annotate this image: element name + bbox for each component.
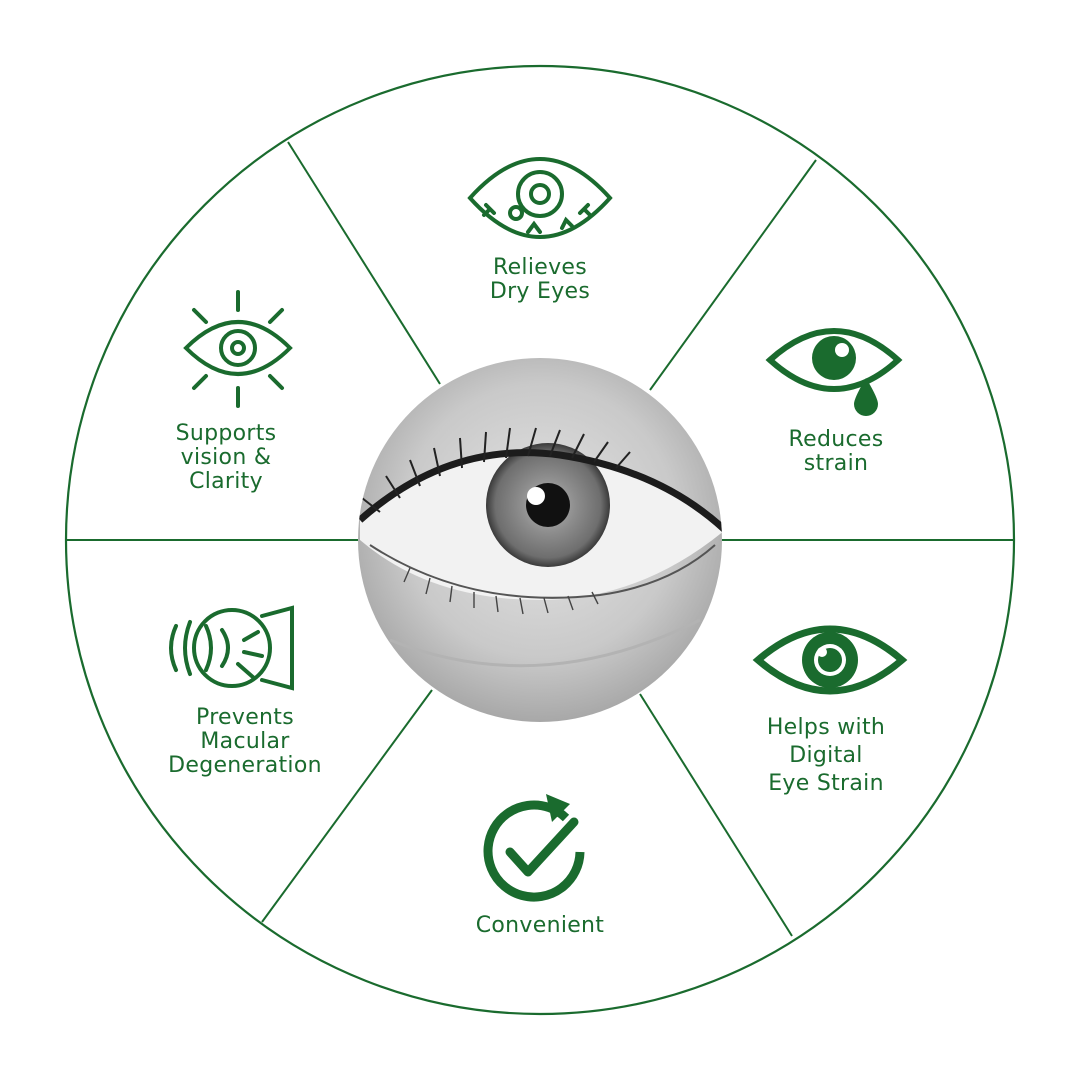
segment-dividers — [66, 141, 1014, 937]
bloodshot-eye-icon — [467, 157, 613, 239]
refresh-check-icon — [483, 794, 585, 902]
label-macular-degeneration: Prevents Macular Degeneration — [168, 705, 322, 778]
radiant-eye-icon — [183, 290, 293, 408]
divider-upper-left — [287, 141, 441, 385]
eye-anatomy-icon — [169, 605, 294, 691]
eye-icon — [752, 625, 908, 695]
divider-upper-right — [649, 159, 817, 391]
label-digital-eye-strain: Helps with Digital Eye Strain — [766, 715, 886, 796]
tearing-eye-icon — [765, 328, 903, 416]
divider-lower-left — [261, 689, 433, 923]
label-reduces-strain: Reduces strain — [788, 427, 884, 476]
label-relieves-dry-eyes: Relieves Dry Eyes — [489, 255, 591, 304]
divider-lower-right — [639, 693, 793, 937]
label-vision-clarity: Supports vision & Clarity — [175, 421, 277, 494]
center-eye-photo — [358, 358, 722, 722]
label-convenient: Convenient — [475, 913, 605, 938]
